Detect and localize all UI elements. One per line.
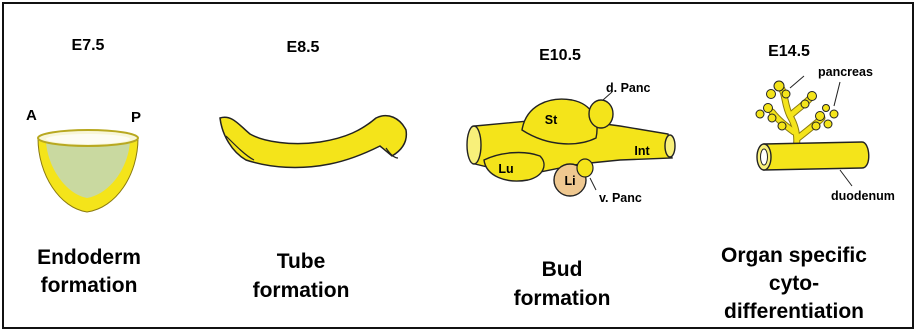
intestine-label: Int bbox=[634, 144, 650, 158]
caption-endoderm-line2: formation bbox=[41, 274, 138, 297]
liver-label: Li bbox=[564, 174, 575, 188]
caption-organ-line3: differentiation bbox=[724, 300, 864, 323]
stomach-label: St bbox=[545, 113, 558, 127]
gut-tube-illustration bbox=[220, 116, 406, 168]
anterior-label: A bbox=[26, 107, 37, 124]
caption-tube-line1: Tube bbox=[277, 250, 326, 273]
caption-bud-line1: Bud bbox=[542, 258, 583, 281]
caption-endoderm-line1: Endoderm bbox=[37, 246, 141, 269]
caption-organ-line1: Organ specific bbox=[721, 244, 867, 267]
caption-tube-line2: formation bbox=[253, 279, 350, 302]
endoderm-cup-illustration bbox=[38, 130, 138, 212]
pancreas-label: pancreas bbox=[818, 65, 873, 79]
stage-label-e8-5: E8.5 bbox=[287, 39, 320, 56]
caption-bud-line2: formation bbox=[514, 287, 611, 310]
ventral-pancreas-label: v. Panc bbox=[599, 191, 642, 205]
stage-label-e10-5: E10.5 bbox=[539, 47, 581, 64]
stage-label-e7-5: E7.5 bbox=[72, 37, 105, 54]
pancreas-duodenum-illustration bbox=[756, 76, 869, 186]
dorsal-pancreas-label: d. Panc bbox=[606, 81, 651, 95]
duodenum-label: duodenum bbox=[831, 189, 895, 203]
posterior-label: P bbox=[131, 109, 141, 126]
caption-organ-line2: cyto- bbox=[769, 272, 819, 295]
lung-label: Lu bbox=[498, 162, 513, 176]
stage-label-e14-5: E14.5 bbox=[768, 43, 810, 60]
